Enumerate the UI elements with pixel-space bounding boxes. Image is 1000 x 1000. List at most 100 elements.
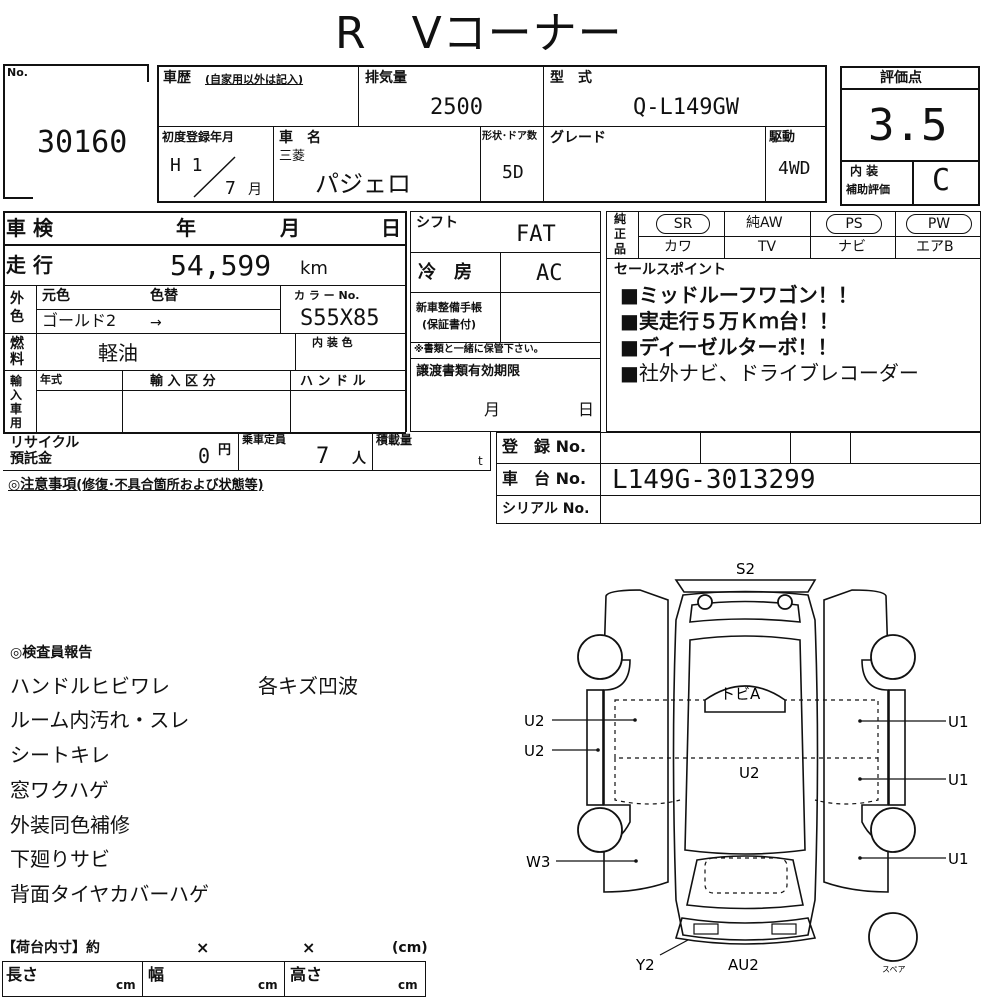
registration-grid (496, 432, 981, 524)
load-label: 積載量 (376, 433, 413, 447)
equip-sr: SR (656, 214, 710, 234)
dmg-au2: AU2 (728, 956, 759, 974)
chassis-no-value: L149G-3013299 (612, 465, 816, 495)
car-name: パジェロ (315, 170, 411, 198)
vehicle-info-grid (157, 65, 827, 203)
interior-score: C (932, 163, 951, 198)
car-name-label: 車 名 (279, 130, 321, 146)
history-note: (自家用以外は記入) (205, 73, 304, 86)
inspector-note-4: 窓ワクハゲ (10, 778, 109, 802)
dmg-u2-left-1: U2 (524, 712, 545, 730)
inspector-title: ◎検査員報告 (10, 645, 93, 661)
equip-ps: PS (826, 214, 882, 234)
cargo-times-1: × (196, 938, 210, 957)
equip-pw: PW (906, 214, 972, 234)
history-label: 車歴 (163, 70, 191, 86)
inspector-extra: 各キズ凹波 (258, 674, 358, 698)
docs-month: 月 (484, 400, 501, 419)
fuel-value: 軽油 (98, 341, 138, 365)
grade-label: グレード (550, 130, 606, 146)
cargo-unit: (cm) (392, 940, 428, 956)
docs-day: 日 (578, 400, 595, 419)
dmg-u1-2: U1 (948, 771, 969, 789)
first-reg-month: 7 (225, 178, 236, 199)
interior-color-label: 内 装 色 (312, 336, 353, 349)
dmg-u1-1: U1 (948, 713, 969, 731)
inspection-day: 日 (381, 216, 401, 240)
spare-label: スペア (882, 965, 905, 974)
handle-label: ハ ン ド ル (300, 374, 366, 389)
equip-aw: 純AW (746, 215, 783, 231)
color-no-label: カ ラ ー No. (294, 289, 360, 302)
no-label: No. (7, 66, 28, 79)
sales-point-4: ■社外ナビ、ドライブレコーダー (620, 361, 919, 385)
shift-value: FAT (516, 222, 556, 247)
model-value: Q-L149GW (633, 95, 739, 120)
drive-label: 駆動 (769, 130, 796, 145)
ac-label: 冷 房 (418, 262, 472, 283)
inspector-note-7: 背面タイヤカバーハゲ (10, 882, 209, 906)
cargo-grid (2, 961, 426, 997)
score-label: 評価点 (880, 70, 922, 86)
equip-leather: カワ (664, 239, 692, 255)
inspector-note-6: 下廻りサビ (10, 847, 110, 871)
person-unit: 人 (352, 451, 366, 467)
maint-book-label-1: 新車整備手帳 (416, 301, 482, 314)
sales-point-3: ■ディーゼルターボ！！ (620, 335, 838, 359)
shift-label: シフト (416, 215, 458, 231)
dmg-u2-center: U2 (739, 764, 760, 782)
cargo-height-label: 高さ (290, 965, 323, 984)
pure-label: 純正品 (614, 212, 627, 256)
caution-label: ◎注意事項(修復･不具合箇所および状態等) (8, 477, 264, 493)
dmg-u2-left-2: U2 (524, 742, 545, 760)
score-value: 3.5 (868, 100, 948, 151)
equip-airbag: エアB (916, 239, 954, 255)
interior-label-1: 内 装 (850, 164, 879, 178)
cargo-width-cm: cm (258, 978, 278, 992)
exterior-label: 外色 (10, 291, 24, 325)
inspection-month: 月 (280, 216, 300, 240)
shift-grid (410, 211, 601, 432)
dmg-w3: W3 (526, 853, 550, 871)
ton-unit: t (478, 454, 483, 468)
inspector-note-5: 外装同色補修 (10, 813, 130, 837)
serial-no-label: シリアル No. (502, 501, 590, 517)
dmg-tobi: トビA (720, 685, 761, 703)
inspection-label: 車 検 (6, 216, 53, 240)
cargo-title: 【荷台内寸】約 (2, 940, 100, 956)
reg-no-label: 登 録 No. (502, 437, 587, 456)
recycle-value: 0 (198, 444, 211, 468)
inspector-note-2: ルーム内汚れ・スレ (10, 708, 190, 732)
maker-name: 三菱 (279, 149, 306, 164)
equip-navi: ナビ (838, 239, 866, 255)
page-title: R Vコーナー (335, 8, 623, 59)
fuel-label: 燃料 (10, 336, 24, 368)
displacement-value: 2500 (430, 95, 483, 120)
cargo-width-label: 幅 (148, 965, 165, 984)
mileage-unit: km (300, 258, 328, 279)
inspector-note-1: ハンドルヒビワレ (10, 674, 170, 698)
first-reg-label: 初度登録年月 (162, 130, 235, 144)
maint-book-label-2: (保証書付) (422, 318, 477, 331)
equipment-grid (606, 211, 981, 432)
original-color-value: ゴールド2 (42, 311, 117, 330)
dmg-s2: S2 (736, 560, 755, 578)
yen-unit: 円 (218, 443, 232, 458)
sales-point-label: セールスポイント (614, 262, 726, 278)
model-label: 型 式 (550, 70, 592, 86)
original-color-label: 元色 (42, 288, 70, 304)
sales-point-2: ■実走行５万Ｋｍ台！！ (620, 309, 839, 333)
capacity-label: 乗車定員 (242, 433, 286, 446)
first-reg-slash (193, 156, 236, 198)
import-label: 輸入車用 (10, 374, 23, 430)
sales-point-1: ■ミッドルーフワゴン！！ (620, 283, 858, 307)
recycle-label-1: リサイクル (10, 435, 80, 451)
inspection-year: 年 (176, 216, 196, 240)
cargo-length-cm: cm (116, 978, 136, 992)
doors-value: 5D (502, 162, 524, 183)
first-reg-month-unit: 月 (248, 182, 262, 198)
inspector-note-3: シートキレ (10, 743, 110, 767)
interior-label-2: 補助評価 (846, 183, 890, 196)
chassis-no-label: 車 台 No. (502, 469, 587, 488)
